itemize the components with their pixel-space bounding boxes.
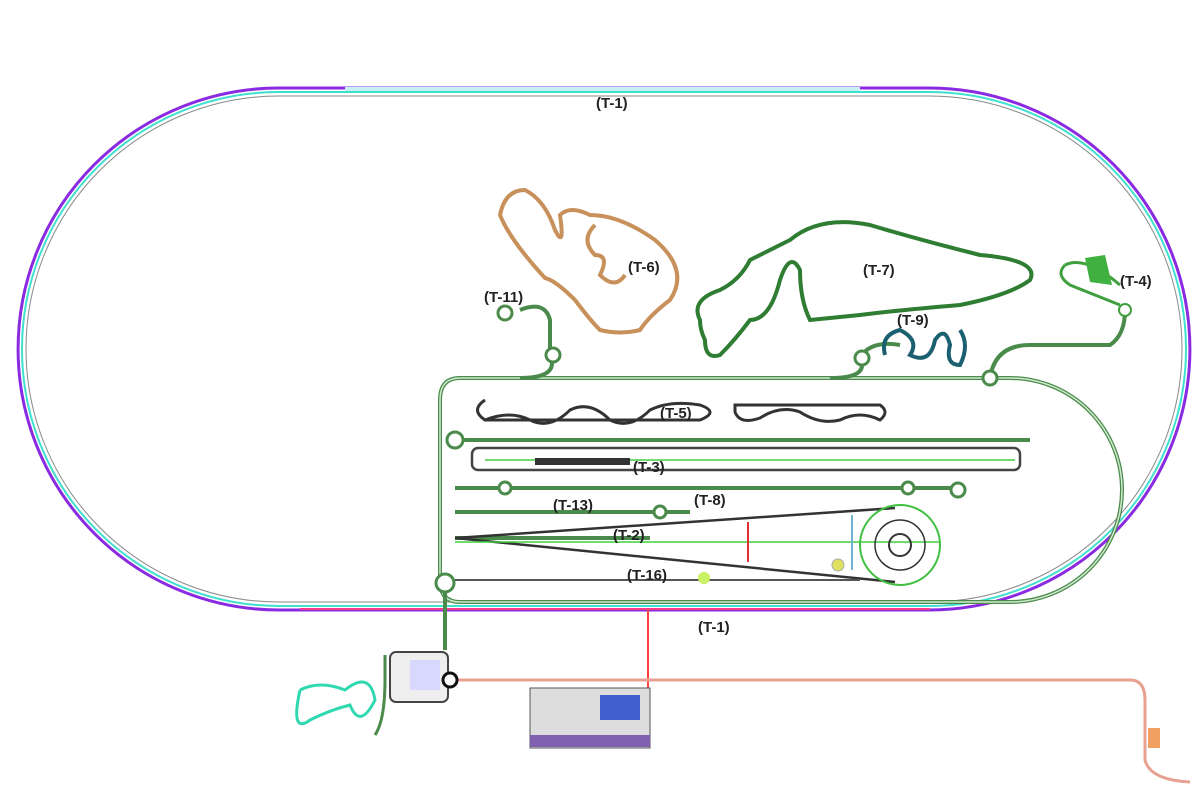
label-t1-bottom: (T-1) bbox=[698, 619, 730, 636]
label-t8: (T-8) bbox=[694, 492, 726, 509]
track-t9 bbox=[882, 327, 967, 368]
track-t3 bbox=[470, 446, 1022, 472]
track-t5 bbox=[476, 398, 887, 425]
label-t1-top: (T-1) bbox=[596, 95, 628, 112]
label-t16: (T-16) bbox=[627, 567, 667, 584]
label-t3: (T-3) bbox=[633, 459, 665, 476]
label-t2: (T-2) bbox=[613, 527, 645, 544]
track-t4 bbox=[1059, 255, 1132, 317]
track-t6 bbox=[497, 187, 680, 335]
track-t7 bbox=[695, 220, 1034, 358]
label-t9: (T-9) bbox=[897, 312, 929, 329]
track-t11 bbox=[496, 304, 514, 322]
infield-road-network bbox=[434, 304, 1127, 650]
label-t7: (T-7) bbox=[863, 262, 895, 279]
label-t5: (T-5) bbox=[660, 405, 692, 422]
label-t13: (T-13) bbox=[553, 497, 593, 514]
track-t2 bbox=[454, 504, 941, 586]
track-t16 bbox=[455, 572, 860, 584]
access-roads bbox=[295, 610, 1191, 784]
label-t11: (T-11) bbox=[484, 289, 523, 306]
label-t4: (T-4) bbox=[1120, 273, 1152, 290]
label-t6: (T-6) bbox=[628, 259, 660, 276]
